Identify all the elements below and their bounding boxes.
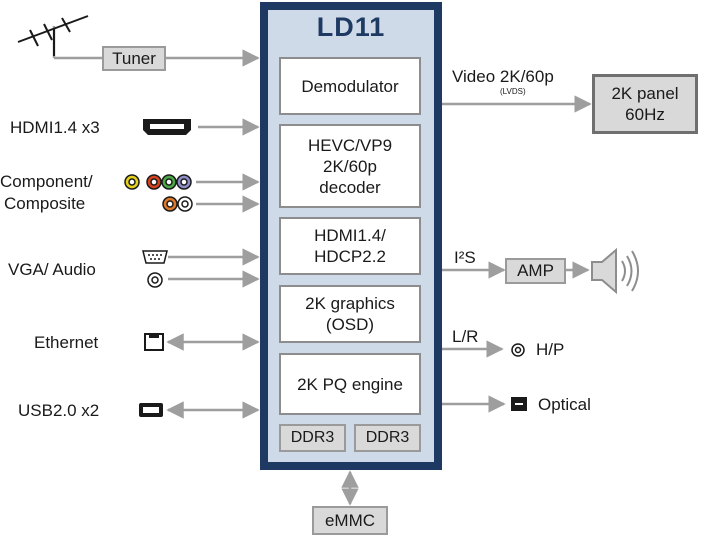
block-label: HDMI1.4/ <box>314 226 386 245</box>
ddr3-block: DDR3 <box>279 424 346 452</box>
usb-port-icon <box>139 403 163 417</box>
vga-audio-label: VGA/ Audio <box>8 260 96 279</box>
tuner-box: Tuner <box>102 46 166 71</box>
speaker-icon <box>591 247 639 295</box>
amp-box: AMP <box>505 258 566 284</box>
ddr3-block: DDR3 <box>354 424 421 452</box>
block-label: Demodulator <box>301 76 399 96</box>
block-label: 2K/60p <box>323 156 377 176</box>
ethernet-label: Ethernet <box>34 333 99 352</box>
rca-jack-icon <box>147 272 163 288</box>
panel-label: 2K panel <box>611 84 679 103</box>
hdmi-hdcp-block: HDMI1.4/ HDCP2.2 <box>279 217 421 275</box>
emmc-box: eMMC <box>312 506 388 535</box>
block-label: HDCP2.2 <box>314 247 386 266</box>
optical-label: Optical <box>538 395 591 414</box>
graphics-osd-block: 2K graphics (OSD) <box>279 285 421 343</box>
lvds-label: (LVDS) <box>500 87 526 96</box>
optical-port-icon <box>511 397 527 411</box>
hdmi-port-icon <box>143 119 191 135</box>
panel-label: 60Hz <box>625 105 665 124</box>
vga-port-icon <box>142 250 168 264</box>
block-label: 2K graphics <box>305 294 395 313</box>
hdmi-input-label: HDMI1.4 x3 <box>10 118 100 137</box>
decoder-block: HEVC/VP9 2K/60p decoder <box>279 124 421 208</box>
chip-title: LD11 <box>316 12 386 42</box>
ethernet-port-icon <box>144 333 164 351</box>
headphone-jack-icon <box>511 343 525 357</box>
demodulator-block: Demodulator <box>279 57 421 115</box>
panel-box: 2K panel 60Hz <box>592 74 698 134</box>
component-label: Component/ <box>0 172 93 191</box>
rca-jack-icon <box>162 196 193 212</box>
block-label: 2K PQ engine <box>297 374 403 394</box>
usb-label: USB2.0 x2 <box>18 401 100 420</box>
rca-jack-icon <box>124 174 192 190</box>
block-label: (OSD) <box>325 315 375 334</box>
lr-label: L/R <box>452 327 479 346</box>
i2s-label: I²S <box>454 248 476 267</box>
block-label: HEVC/VP9 <box>307 135 393 155</box>
video-output-label: Video 2K/60p <box>452 67 554 86</box>
composite-label: Composite <box>4 194 86 213</box>
block-label: decoder <box>319 177 381 197</box>
pq-engine-block: 2K PQ engine <box>279 353 421 415</box>
antenna-icon <box>17 15 89 56</box>
hp-label: H/P <box>536 340 565 359</box>
